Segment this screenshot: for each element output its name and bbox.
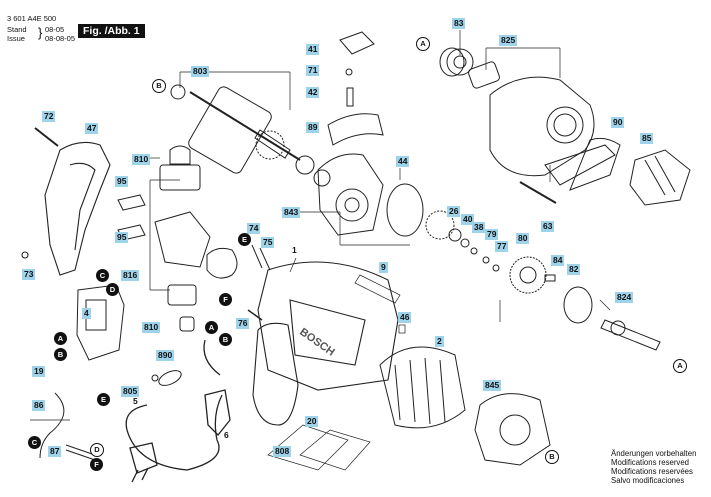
part-label-75: 75 xyxy=(261,237,275,248)
part-label-1: 1 xyxy=(292,245,297,255)
callout-a-top: A xyxy=(416,37,430,51)
part-label-95-top: 95 xyxy=(115,176,129,187)
part-label-74: 74 xyxy=(247,223,261,234)
issue-label: Issue xyxy=(7,34,25,43)
part-label-90: 90 xyxy=(611,117,625,128)
part-label-4: 4 xyxy=(82,308,91,319)
callout-b-left: B xyxy=(54,348,67,361)
part-label-803: 803 xyxy=(191,66,210,77)
part-label-40: 40 xyxy=(461,214,475,225)
part-label-890: 890 xyxy=(156,350,175,361)
svg-text:BOSCH: BOSCH xyxy=(297,326,336,359)
part-label-6: 6 xyxy=(224,430,229,440)
figure-label: Fig. /Abb. 1 xyxy=(78,24,145,38)
part-label-2: 2 xyxy=(435,336,444,347)
part-label-26: 26 xyxy=(447,206,461,217)
part-label-86: 86 xyxy=(32,400,46,411)
part-label-63: 63 xyxy=(541,221,555,232)
part-label-19: 19 xyxy=(32,366,46,377)
callout-b-right: B xyxy=(545,450,559,464)
part-label-20: 20 xyxy=(305,416,319,427)
note-en: Modifications reserved xyxy=(611,458,690,467)
note-es: Salvo modificaciones xyxy=(611,476,685,485)
issue-value: 08-08-05 xyxy=(45,34,76,43)
part-label-810-top: 810 xyxy=(132,154,151,165)
part-label-46: 46 xyxy=(398,312,412,323)
part-label-82: 82 xyxy=(567,264,581,275)
callout-e-mid: E xyxy=(238,233,251,246)
callout-e-bottom: E xyxy=(97,393,110,406)
callout-b-top: B xyxy=(152,79,166,93)
callout-f-mid: F xyxy=(219,293,232,306)
part-label-9: 9 xyxy=(379,262,388,273)
part-label-87: 87 xyxy=(48,446,62,457)
part-label-76: 76 xyxy=(236,318,250,329)
callout-d-left: D xyxy=(106,283,119,296)
callout-a-right: A xyxy=(673,359,687,373)
callout-c-left: C xyxy=(96,269,109,282)
brace: } xyxy=(38,25,43,40)
part-label-83: 83 xyxy=(452,18,466,29)
part-label-42: 42 xyxy=(306,87,320,98)
callout-a-mid: A xyxy=(205,321,218,334)
part-label-825: 825 xyxy=(499,35,518,46)
part-label-89: 89 xyxy=(306,122,320,133)
part-label-47: 47 xyxy=(85,123,99,134)
part-label-843: 843 xyxy=(282,207,301,218)
callout-a-left: A xyxy=(54,332,67,345)
part-label-5: 5 xyxy=(133,396,138,406)
part-label-85: 85 xyxy=(640,133,654,144)
part-label-808: 808 xyxy=(273,446,292,457)
callout-d-bottom: D xyxy=(90,443,104,457)
part-label-805: 805 xyxy=(121,386,140,397)
part-label-38: 38 xyxy=(472,222,486,233)
part-label-84: 84 xyxy=(551,255,565,266)
part-label-44: 44 xyxy=(396,156,410,167)
part-label-845: 845 xyxy=(483,380,502,391)
stand-value: 08-05 xyxy=(45,25,65,34)
part-label-41: 41 xyxy=(306,44,320,55)
part-label-77: 77 xyxy=(495,241,509,252)
part-number: 3 601 A4E 500 xyxy=(7,14,57,23)
callout-b-mid: B xyxy=(219,333,232,346)
part-label-79: 79 xyxy=(485,229,499,240)
part-label-810-bottom: 810 xyxy=(142,322,161,333)
note-de: Änderungen vorbehalten xyxy=(611,449,697,458)
callout-f-bottom: F xyxy=(90,458,103,471)
part-label-95-bottom: 95 xyxy=(115,232,129,243)
part-label-816: 816 xyxy=(121,270,140,281)
part-label-72: 72 xyxy=(42,111,56,122)
note-fr: Modifications reservées xyxy=(611,467,693,476)
part-label-73: 73 xyxy=(22,269,36,280)
part-label-71: 71 xyxy=(306,65,320,76)
part-label-824: 824 xyxy=(615,292,634,303)
part-label-80: 80 xyxy=(516,233,530,244)
callout-c-bottom: C xyxy=(28,436,41,449)
stand-label: Stand xyxy=(7,25,27,34)
